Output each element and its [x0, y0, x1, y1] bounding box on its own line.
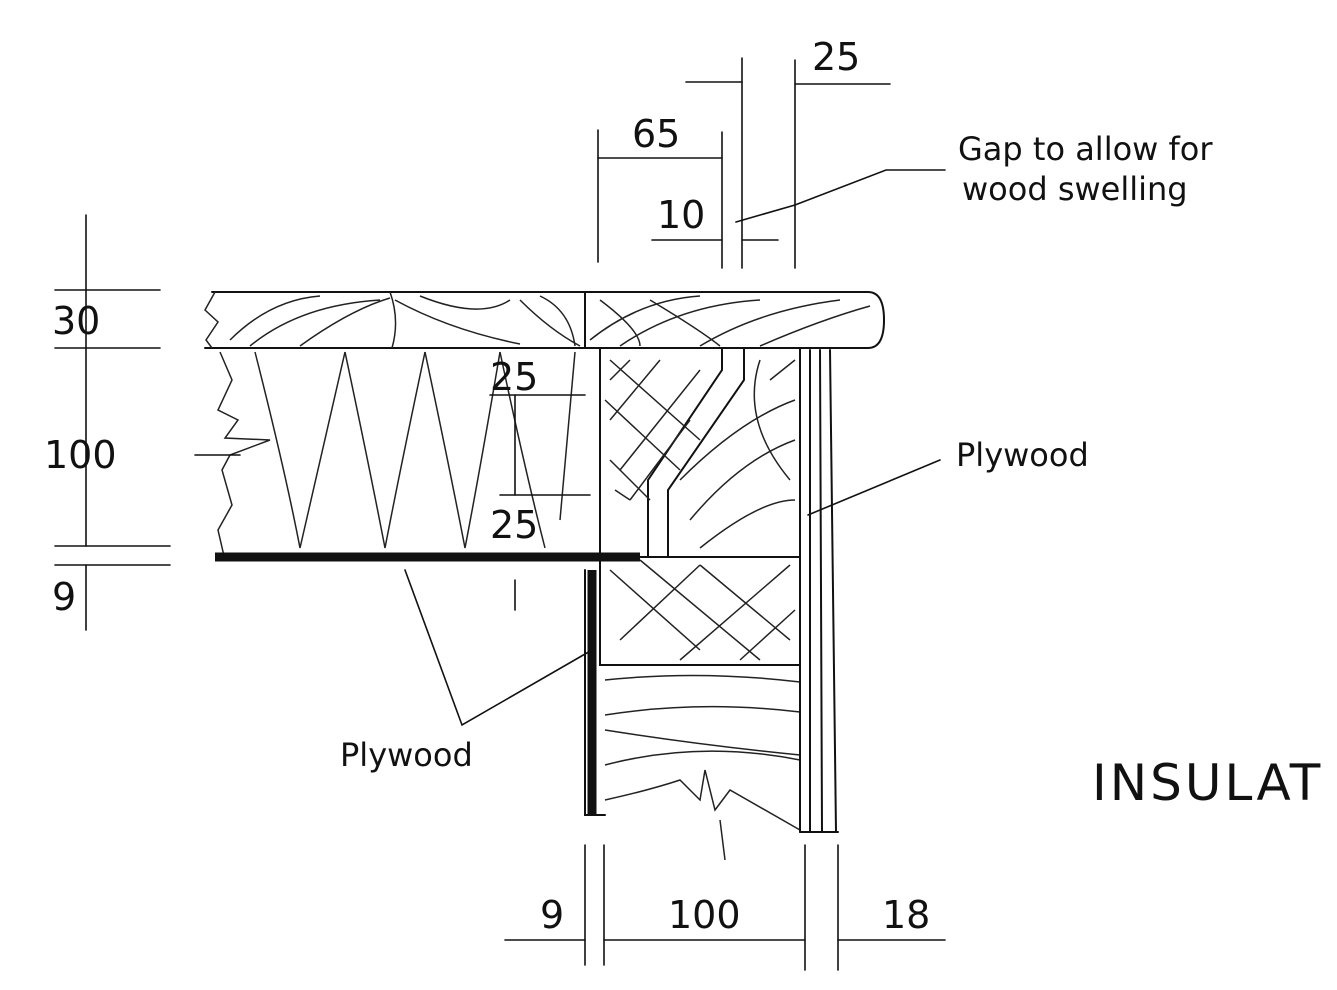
- dim-9-left: 9: [52, 575, 76, 619]
- dim-100-left: 100: [44, 433, 117, 477]
- top-board: [204, 291, 886, 349]
- lower-block: [599, 556, 801, 666]
- plywood-cladding-right: [799, 347, 839, 833]
- dim-9-bottom: 9: [540, 893, 564, 937]
- dim-10: 10: [657, 193, 705, 237]
- dim-25-inner-bottom: 25: [490, 503, 538, 547]
- plywood-label-left: Plywood: [340, 736, 473, 774]
- dimension-lines: [54, 57, 946, 971]
- dim-100-bottom: 100: [668, 893, 741, 937]
- insulation-horizontal: [217, 351, 576, 611]
- plywood-label-right: Plywood: [956, 436, 1089, 474]
- gap-note-line2: wood swelling: [962, 170, 1188, 208]
- insulation-vertical: [604, 674, 801, 861]
- title-fragment: INSULAT: [1092, 754, 1323, 812]
- dim-25-top: 25: [812, 35, 860, 79]
- dim-18: 18: [882, 893, 930, 937]
- corner-post: [599, 347, 801, 558]
- gap-note-line1: Gap to allow for: [958, 130, 1213, 168]
- dim-65: 65: [632, 112, 680, 156]
- dim-30: 30: [52, 299, 100, 343]
- dim-25-inner-top: 25: [490, 355, 538, 399]
- leader-lines: [404, 169, 946, 727]
